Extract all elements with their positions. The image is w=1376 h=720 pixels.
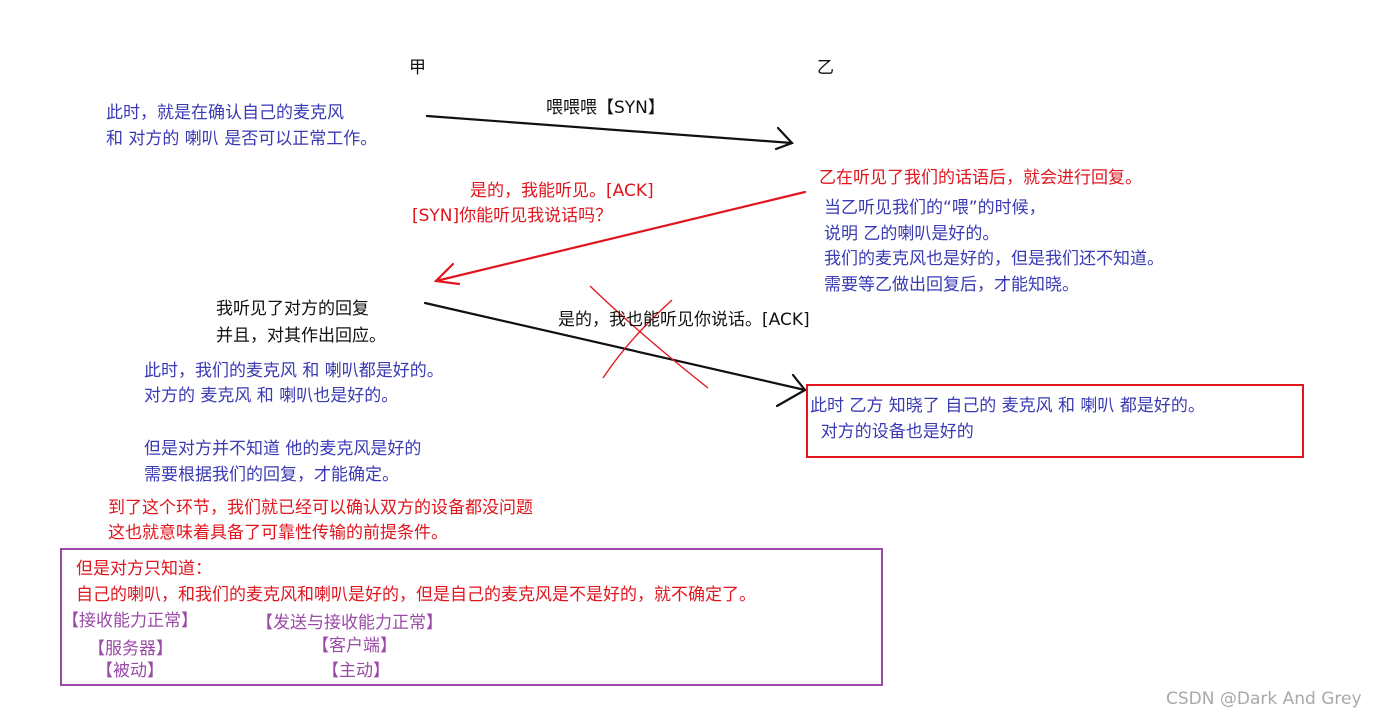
server-role-label: 【服务器】 — [88, 639, 173, 659]
caveat-box — [60, 548, 883, 686]
party-b-label: 乙 — [817, 58, 834, 78]
step3-blue-b-line2: 需要根据我们的回复，才能确定。 — [144, 465, 399, 485]
conclusion-line1: 到了这个环节，我们就已经可以确认双方的设备都没问题 — [108, 498, 533, 518]
conclusion-line2: 这也就意味着具备了可靠性传输的前提条件。 — [108, 523, 448, 543]
server-ability-label: 【接收能力正常】 — [62, 611, 198, 631]
party-b-conclusion-line2: 对方的设备也是好的 — [810, 422, 974, 442]
ack-arrow-label: 是的，我也能听见你说话。[ACK] — [558, 310, 810, 330]
caveat-title: 但是对方只知道： — [76, 559, 212, 579]
syn-ack-arrow — [433, 190, 807, 286]
step2-red-note: 乙在听见了我们的话语后，就会进行回复。 — [819, 168, 1142, 188]
strike-x-mark — [589, 285, 709, 389]
step3-note-line1: 我听见了对方的回复 — [216, 299, 369, 319]
step3-blue-a-line2: 对方的 麦克风 和 喇叭也是好的。 — [144, 386, 399, 406]
party-b-conclusion-line1: 此时 乙方 知晓了 自己的 麦克风 和 喇叭 都是好的。 — [810, 396, 1205, 416]
step3-blue-a-line1: 此时，我们的麦克风 和 喇叭都是好的。 — [144, 361, 444, 381]
client-ability-label: 【发送与接收能力正常】 — [256, 613, 443, 633]
step2-blue-line2: 说明 乙的喇叭是好的。 — [824, 224, 1000, 244]
step2-blue-line1: 当乙听见我们的“喂”的时候， — [824, 198, 1046, 218]
syn-arrow — [425, 114, 794, 151]
server-mode-label: 【被动】 — [96, 661, 164, 681]
ack-arrow — [423, 301, 807, 408]
syn-ack-label-line1: 是的，我能听见。[ACK] — [470, 181, 654, 201]
step3-note-line2: 并且，对其作出回应。 — [216, 326, 386, 346]
step1-note-line2: 和 对方的 喇叭 是否可以正常工作。 — [106, 129, 378, 149]
step1-note-line1: 此时，就是在确认自己的麦克风 — [106, 103, 344, 123]
step3-blue-b-line1: 但是对方并不知道 他的麦克风是好的 — [144, 439, 422, 459]
step2-blue-line4: 需要等乙做出回复后，才能知晓。 — [824, 275, 1079, 295]
syn-arrow-label: 喂喂喂【SYN】 — [546, 98, 665, 118]
client-mode-label: 【主动】 — [322, 661, 390, 681]
step2-blue-line3: 我们的麦克风也是好的，但是我们还不知道。 — [824, 249, 1164, 269]
syn-ack-label-line2: [SYN]你能听见我说话吗？ — [412, 206, 613, 226]
party-b-conclusion-box — [806, 384, 1304, 458]
caveat-line: 自己的喇叭，和我们的麦克风和喇叭是好的，但是自己的麦克风是不是好的，就不确定了。 — [76, 585, 756, 605]
watermark: CSDN @Dark And Grey — [1166, 689, 1362, 709]
party-a-label: 甲 — [409, 58, 426, 78]
client-role-label: 【客户端】 — [312, 636, 397, 656]
